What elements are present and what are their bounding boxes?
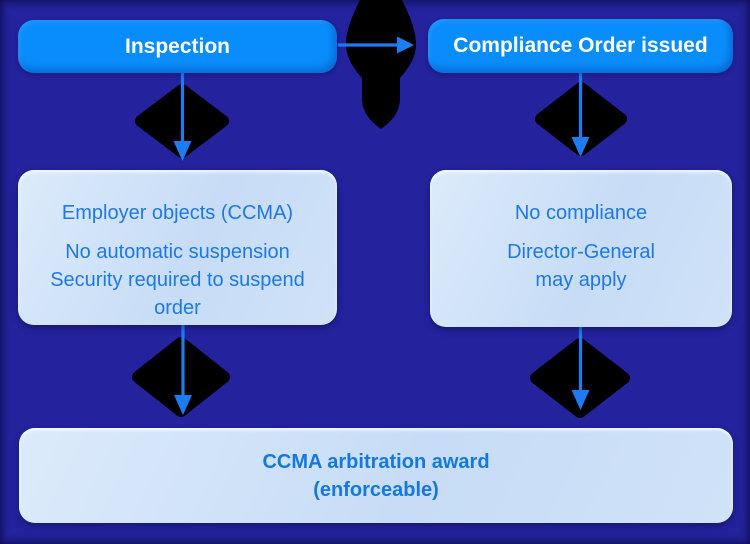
- employer-objection-line-4: order: [154, 297, 201, 319]
- node-inspection: Inspection: [18, 20, 337, 73]
- no-compliance-line-1: No compliance: [514, 202, 648, 224]
- arrow-compliance-to-nocompliance: [571, 73, 590, 157]
- employer-objection-paragraph-1: Employer objects (CCMA): [50, 199, 305, 227]
- arrow-employer-to-award: [174, 325, 192, 415]
- no-compliance-line-3: may apply: [535, 269, 627, 291]
- no-compliance-paragraph-2: Director-General may apply: [507, 238, 655, 294]
- no-compliance-paragraph-1: No compliance: [507, 199, 655, 227]
- employer-objection-paragraph-2: No automatic suspension Security require…: [50, 238, 305, 322]
- no-compliance-line-2: Director-General: [507, 241, 655, 263]
- top-center-diamond-shape: [346, 0, 416, 129]
- ccma-award-line-2: (enforceable): [313, 478, 439, 501]
- node-ccma-award: CCMA arbitration award (enforceable): [19, 428, 733, 523]
- arrow-nocompliance-to-award: [571, 327, 590, 410]
- arrow-inspection-to-employer: [173, 73, 192, 161]
- node-employer-objection-text: Employer objects (CCMA) No automatic sus…: [50, 199, 305, 322]
- node-compliance-order-label: Compliance Order issued: [453, 34, 708, 57]
- employer-objection-line-2: No automatic suspension: [65, 241, 290, 263]
- arrow-inspection-to-compliance: [338, 36, 414, 54]
- employer-objection-line-3: Security required to suspend: [50, 269, 305, 291]
- employer-objection-line-1: Employer objects (CCMA): [61, 202, 294, 224]
- node-no-compliance: No compliance Director-General may apply: [430, 170, 732, 327]
- node-compliance-order: Compliance Order issued: [428, 19, 733, 73]
- ccma-award-line-1: CCMA arbitration award: [262, 450, 490, 473]
- diamond-below-employer: [132, 337, 230, 417]
- node-ccma-award-text: CCMA arbitration award (enforceable): [262, 448, 489, 504]
- node-inspection-label: Inspection: [124, 34, 230, 58]
- node-no-compliance-text: No compliance Director-General may apply: [507, 199, 655, 294]
- node-employer-objection: Employer objects (CCMA) No automatic sus…: [18, 170, 337, 325]
